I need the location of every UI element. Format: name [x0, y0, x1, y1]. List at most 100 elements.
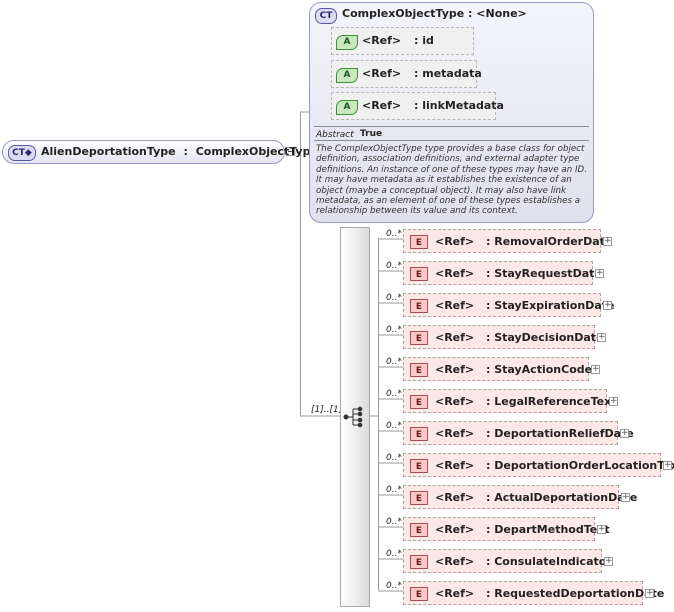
element-name: : DeportationOrderLocationText: [486, 459, 674, 472]
element-ref: <Ref>: [435, 363, 475, 376]
expand-icon[interactable]: +: [604, 556, 613, 566]
expand-icon[interactable]: +: [595, 268, 604, 278]
element-occurrence: 0..*: [386, 293, 402, 303]
root-complex-type[interactable]: CT◆ AlienDeportationType : ComplexObject…: [2, 140, 318, 164]
element-ref: <Ref>: [435, 299, 475, 312]
expand-icon[interactable]: +: [609, 396, 618, 406]
element-ref: <Ref>: [435, 395, 475, 408]
element-ref: <Ref>: [435, 523, 475, 536]
element-box[interactable]: E<Ref>: StayActionCode: [403, 357, 592, 381]
sequence-icon: [343, 406, 363, 428]
element-icon: E: [410, 555, 428, 569]
element-name: : DepartMethodText: [486, 523, 610, 536]
element-box[interactable]: E <Ref> : DeportationReliefDate: [403, 421, 634, 445]
attribute-id[interactable]: A <Ref> : id: [331, 27, 474, 55]
expand-icon[interactable]: +: [663, 460, 672, 470]
expand-icon[interactable]: +: [597, 332, 606, 342]
base-type-title: ComplexObjectType : <None>: [342, 7, 527, 20]
element-ref: <Ref>: [435, 267, 475, 280]
element-icon: E: [410, 523, 428, 537]
attribute-icon: A: [336, 68, 358, 83]
attribute-name: : metadata: [414, 67, 482, 80]
element-occurrence: 0..*: [386, 549, 402, 559]
element-name: : RemovalOrderDate: [486, 235, 613, 248]
complex-type-icon: CT◆: [8, 145, 36, 161]
expand-icon[interactable]: +: [591, 364, 600, 374]
element-icon: E: [410, 363, 428, 377]
element-name: : ActualDeportationDate: [486, 491, 638, 504]
element-ref: <Ref>: [435, 331, 475, 344]
element-occurrence: 0..*: [386, 517, 402, 527]
element-occurrence: 0..*: [386, 453, 402, 463]
element-box[interactable]: E <Ref> : StayRequestDate: [403, 261, 602, 285]
element-occurrence: 0..*: [386, 261, 402, 271]
element-icon: E: [410, 267, 428, 281]
expand-icon[interactable]: +: [603, 300, 612, 310]
complex-type-icon: CT: [315, 8, 337, 24]
expand-icon[interactable]: +: [645, 588, 654, 598]
complex-type-badge-label: CT: [12, 148, 25, 158]
attribute-linkmetadata[interactable]: A <Ref> : linkMetadata: [331, 92, 504, 120]
base-complex-type-panel[interactable]: CT ComplexObjectType : <None> A <Ref> : …: [309, 2, 594, 223]
documentation-text: The ComplexObjectType type provides a ba…: [316, 144, 588, 217]
attribute-ref: <Ref>: [362, 99, 402, 112]
element-ref: <Ref>: [435, 459, 475, 472]
divider: [314, 140, 589, 141]
attribute-name: : id: [414, 34, 434, 47]
element-name: : StayRequestDate: [486, 267, 602, 280]
abstract-label: Abstract: [316, 130, 354, 140]
attribute-metadata[interactable]: A <Ref> : metadata: [331, 60, 482, 88]
attribute-ref: <Ref>: [362, 34, 402, 47]
expand-icon[interactable]: +: [597, 524, 606, 534]
element-occurrence: 0..*: [386, 421, 402, 431]
element-occurrence: 0..*: [386, 325, 402, 335]
attribute-icon: A: [336, 100, 358, 115]
element-ref: <Ref>: [435, 491, 475, 504]
root-type-base: ComplexObjectType: [195, 145, 318, 158]
element-ref: <Ref>: [435, 235, 475, 248]
sequence-compositor[interactable]: [340, 227, 370, 607]
abstract-value: True: [360, 129, 383, 139]
element-ref: <Ref>: [435, 427, 475, 440]
element-box[interactable]: E <Ref> : StayExpirationDate: [403, 293, 614, 317]
element-icon: E: [410, 491, 428, 505]
element-occurrence: 0..*: [386, 229, 402, 239]
element-icon: E: [410, 395, 428, 409]
attribute-icon: A: [336, 35, 358, 50]
root-type-label: AlienDeportationType : ComplexObjectType: [41, 145, 318, 158]
divider: [314, 126, 589, 127]
attribute-ref: <Ref>: [362, 67, 402, 80]
root-type-separator: :: [183, 145, 188, 158]
element-box[interactable]: E <Ref> : ConsulateIndicator: [403, 549, 612, 573]
element-box[interactable]: E <Ref> : ActualDeportationDate: [403, 485, 637, 509]
element-occurrence: 0..*: [386, 485, 402, 495]
element-name: : StayDecisionDate: [486, 331, 604, 344]
element-name: : DeportationReliefDate: [486, 427, 634, 440]
element-icon: E: [410, 235, 428, 249]
element-ref: <Ref>: [435, 555, 475, 568]
element-name: : ConsulateIndicator: [486, 555, 612, 568]
element-icon: E: [410, 331, 428, 345]
element-icon: E: [410, 299, 428, 313]
element-icon: E: [410, 459, 428, 473]
expand-icon[interactable]: +: [603, 236, 612, 246]
element-box[interactable]: E <Ref> : StayDecisionDate: [403, 325, 604, 349]
element-box[interactable]: E <Ref> : DeportationOrderLocationText: [403, 453, 674, 477]
element-name: : RequestedDeportationDate: [486, 587, 665, 600]
element-ref: <Ref>: [435, 587, 475, 600]
element-icon: E: [410, 587, 428, 601]
element-occurrence: 0..*: [386, 389, 402, 399]
sequence-occurrence: [1]..[1]: [311, 405, 343, 415]
element-occurrence: 0..*: [386, 581, 402, 591]
element-box[interactable]: E <Ref> : RemovalOrderDate: [403, 229, 612, 253]
element-box[interactable]: E <Ref> : LegalReferenceText: [403, 389, 617, 413]
root-type-name: AlienDeportationType: [41, 145, 176, 158]
element-box[interactable]: E <Ref> : RequestedDeportationDate: [403, 581, 664, 605]
element-icon: E: [410, 427, 428, 441]
expand-icon[interactable]: +: [621, 492, 630, 502]
element-name: : StayExpirationDate: [486, 299, 615, 312]
element-name: : LegalReferenceText: [486, 395, 617, 408]
element-occurrence: 0..*: [386, 357, 402, 367]
expand-icon[interactable]: +: [620, 428, 629, 438]
element-box[interactable]: E <Ref> : DepartMethodText: [403, 517, 610, 541]
